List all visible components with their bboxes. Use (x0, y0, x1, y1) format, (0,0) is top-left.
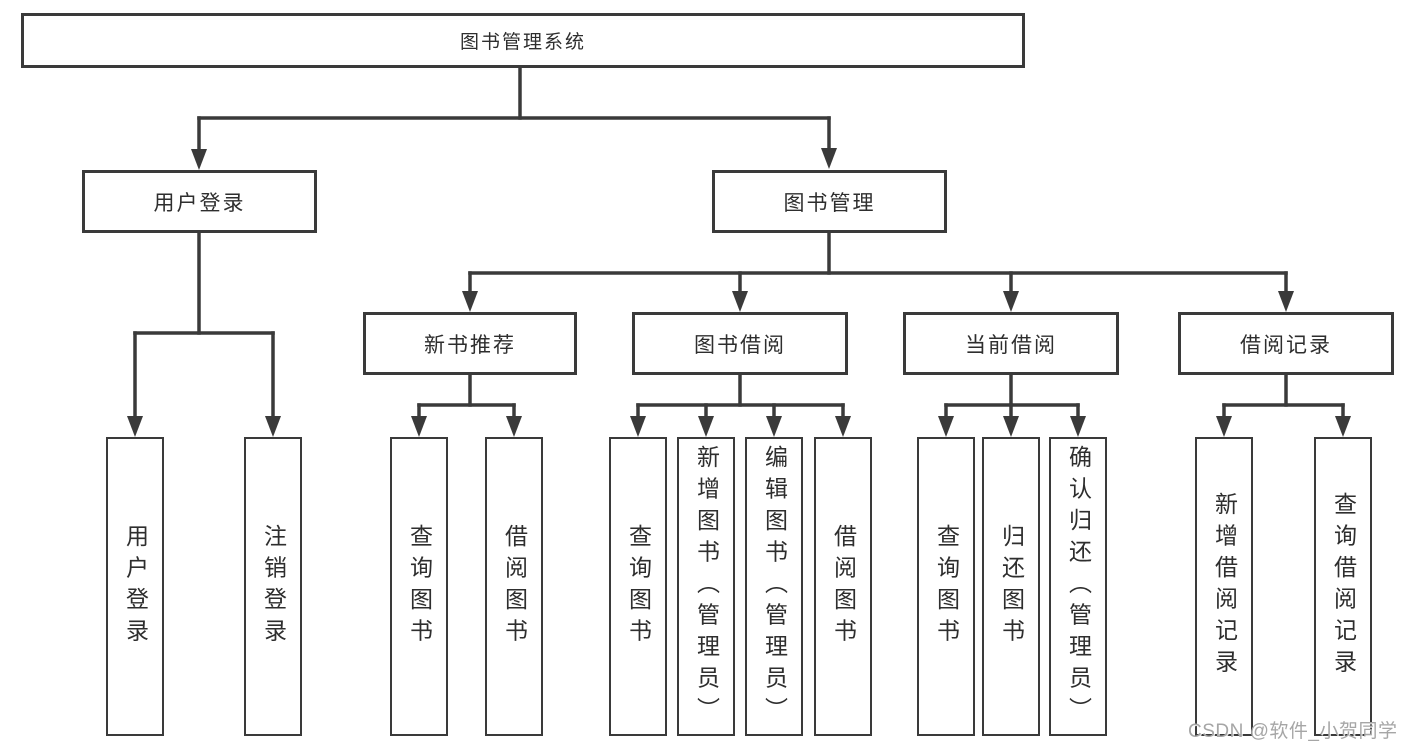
leaf-label: 编辑图书（管理员） (761, 444, 788, 729)
leaf-label: 注销登录 (260, 523, 287, 650)
leaf-label: 确认归还（管理员） (1065, 444, 1092, 729)
leaf-label: 借阅图书 (501, 523, 528, 650)
node-label: 当前借阅 (965, 333, 1057, 357)
node-current-borrow: 当前借阅 (903, 312, 1119, 375)
node-system-root: 图书管理系统 (21, 13, 1025, 68)
watermark: CSDN @软件_小贺同学 (1188, 721, 1398, 742)
connector-book-management-children (462, 231, 1294, 312)
leaf-add-book-admin: 新增图书（管理员） (677, 437, 735, 736)
leaf-borrow-books-recommend: 借阅图书 (485, 437, 543, 736)
node-label: 借阅记录 (1240, 333, 1332, 357)
leaf-query-books-recommend: 查询图书 (390, 437, 448, 736)
leaf-label: 归还图书 (998, 523, 1025, 650)
leaf-query-borrow-record: 查询借阅记录 (1314, 437, 1372, 736)
node-label: 图书管理 (783, 191, 876, 215)
node-book-borrow: 图书借阅 (632, 312, 848, 375)
node-label: 用户登录 (153, 191, 246, 215)
leaf-user-login: 用户登录 (106, 437, 164, 736)
connector-borrow-record-children (1216, 373, 1351, 437)
connector-new-book-children (411, 373, 522, 437)
node-label: 新书推荐 (424, 333, 516, 357)
leaf-query-books-current: 查询图书 (917, 437, 975, 736)
leaf-label: 用户登录 (122, 523, 149, 650)
leaf-label: 新增图书（管理员） (693, 444, 720, 729)
leaf-confirm-return-admin: 确认归还（管理员） (1049, 437, 1107, 736)
node-label: 图书管理系统 (459, 32, 586, 53)
leaf-query-books-borrow: 查询图书 (609, 437, 667, 736)
node-new-book-recommend: 新书推荐 (363, 312, 577, 375)
connector-user-login-children (127, 231, 281, 437)
leaf-label: 查询图书 (933, 523, 960, 650)
leaf-logout: 注销登录 (244, 437, 302, 736)
leaf-label: 新增借阅记录 (1211, 492, 1238, 681)
leaf-edit-book-admin: 编辑图书（管理员） (745, 437, 803, 736)
node-label: 图书借阅 (694, 333, 786, 357)
leaf-label: 查询图书 (406, 523, 433, 650)
leaf-return-book: 归还图书 (982, 437, 1040, 736)
node-user-login: 用户登录 (82, 170, 317, 233)
connector-book-borrow-children (630, 373, 851, 437)
node-book-management: 图书管理 (712, 170, 947, 233)
leaf-borrow-books: 借阅图书 (814, 437, 872, 736)
leaf-add-borrow-record: 新增借阅记录 (1195, 437, 1253, 736)
leaf-label: 借阅图书 (830, 523, 857, 650)
connector-current-borrow-children (938, 373, 1086, 437)
node-borrow-records: 借阅记录 (1178, 312, 1394, 375)
leaf-label: 查询图书 (625, 523, 652, 650)
connector-root-to-level2 (191, 66, 837, 170)
leaf-label: 查询借阅记录 (1330, 492, 1357, 681)
